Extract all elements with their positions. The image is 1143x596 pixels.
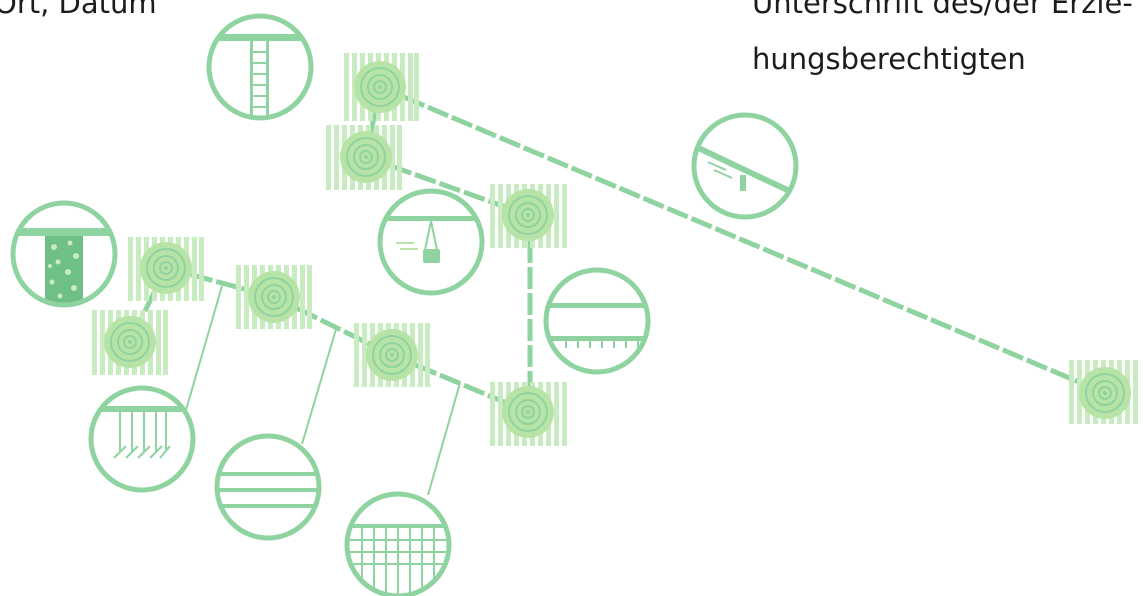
post-node — [236, 265, 312, 329]
pointer-line — [301, 325, 338, 445]
post-node — [490, 184, 567, 248]
ladder-icon — [206, 13, 314, 121]
post-node — [354, 323, 430, 387]
pointer-lines — [185, 285, 461, 496]
signature-label-line1: Unterschrift des/der Erzie- — [752, 0, 1133, 20]
post-node — [490, 382, 567, 446]
pointer-line — [427, 382, 461, 496]
post-node — [92, 310, 168, 375]
hanging-ropes-icon — [88, 385, 196, 493]
seesaw-icon — [691, 112, 799, 220]
signature-label-line2: hungsberechtigten — [752, 42, 1026, 76]
connector-long — [379, 84, 1106, 396]
place-date-label: Ort, Datum — [0, 0, 157, 20]
post-node — [1069, 360, 1138, 424]
swinging-weight-icon — [377, 188, 485, 296]
balance-beam-icon — [543, 267, 651, 375]
filled-post-icon — [10, 200, 118, 308]
post-node — [128, 237, 204, 301]
post-node — [326, 125, 402, 190]
post-node — [344, 53, 419, 121]
pointer-line — [185, 285, 223, 411]
double-beam-icon — [214, 433, 322, 541]
climbing-net-icon — [344, 491, 452, 596]
